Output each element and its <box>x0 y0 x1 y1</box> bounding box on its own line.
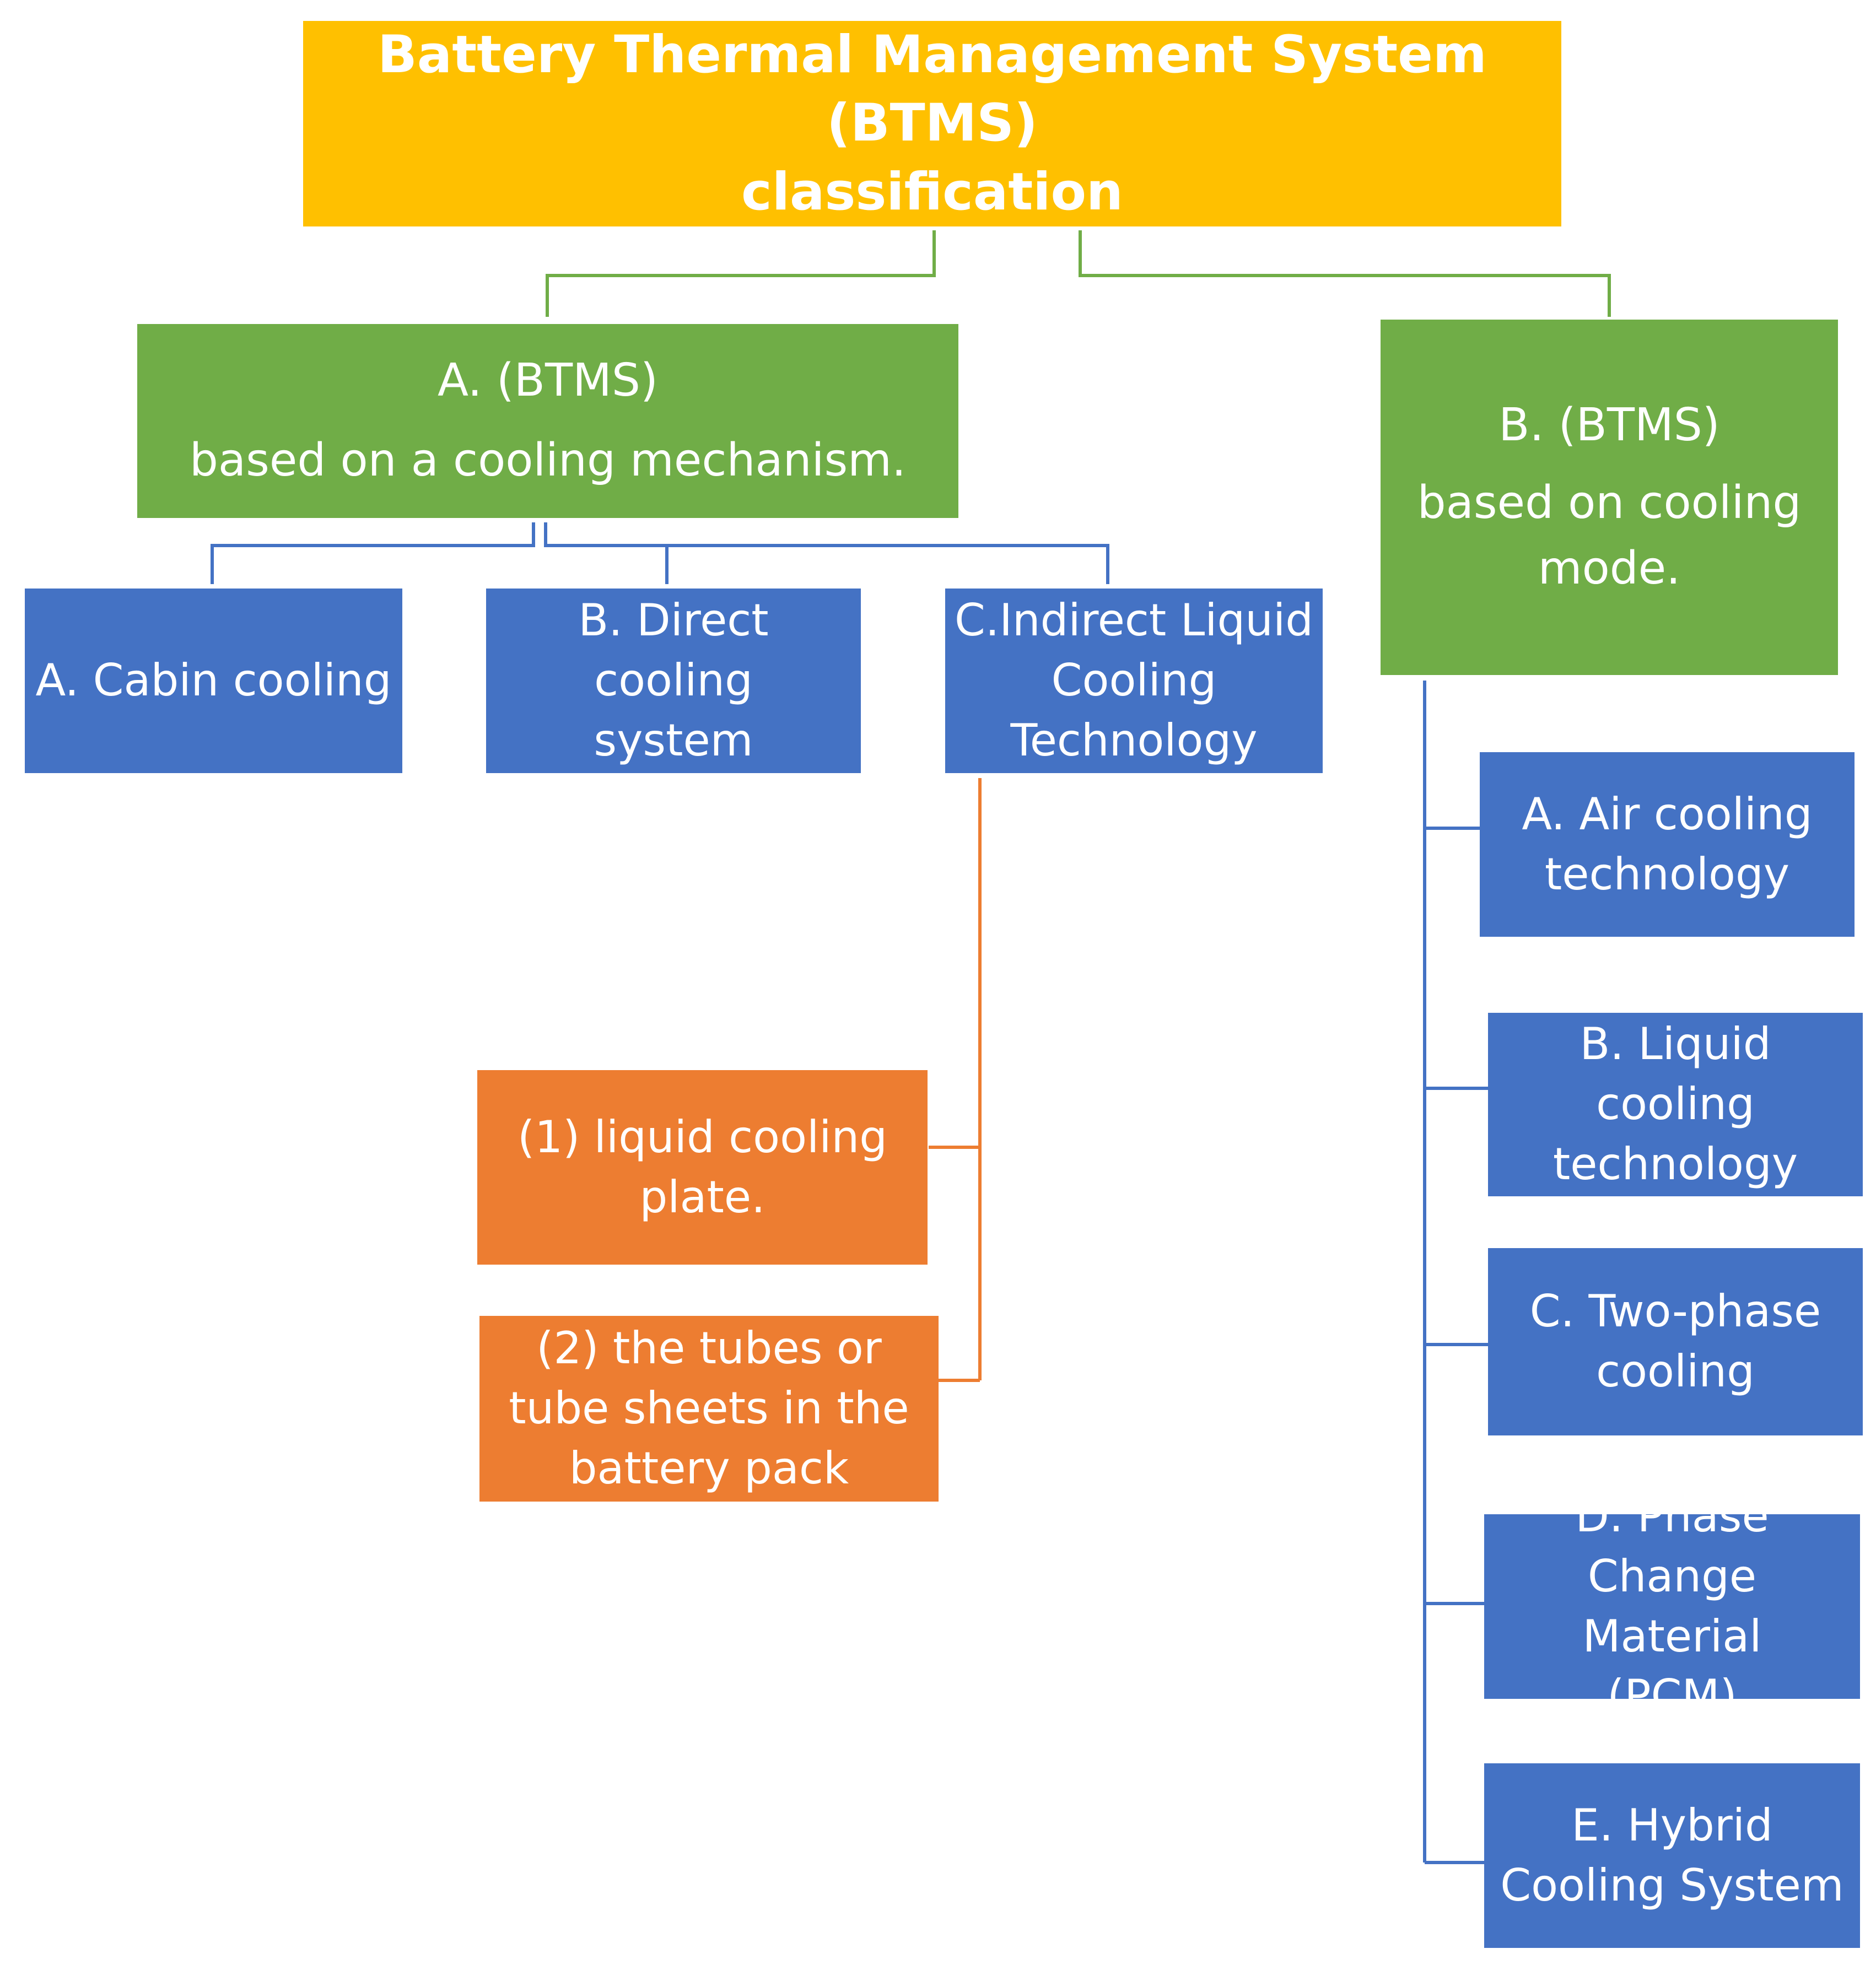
liquid-cooling-plate-line-2: plate. <box>639 1171 766 1223</box>
category-a-connector-right <box>667 544 1109 584</box>
indirect-liquid-cooling-node: C.Indirect Liquid Cooling Technology <box>945 589 1323 773</box>
two-phase-cooling-line-2: cooling <box>1596 1346 1755 1397</box>
tubes-tube-sheets-node: (2) the tubes or tube sheets in the batt… <box>479 1316 939 1502</box>
root-title-line-1: Battery Thermal Management System (BTMS) <box>378 25 1487 154</box>
root-connector-right <box>1079 230 1611 317</box>
category-b-line-2: based on cooling <box>1417 477 1802 530</box>
liquid-cooling-plate-line-1: (1) liquid cooling <box>517 1111 887 1163</box>
pcm-line-2: Change Material <box>1582 1550 1762 1662</box>
root-node: Battery Thermal Management System (BTMS)… <box>303 21 1561 226</box>
hybrid-cooling-node: E. Hybrid Cooling System <box>1484 1763 1860 1948</box>
liquid-cooling-node: B. Liquid cooling technology <box>1488 1013 1863 1196</box>
direct-cooling-line-2: system <box>594 714 753 766</box>
pcm-line-3: (PCM) <box>1607 1670 1737 1722</box>
liquid-cooling-plate-node: (1) liquid cooling plate. <box>477 1070 928 1265</box>
direct-cooling-node: B. Direct cooling system <box>486 589 861 773</box>
hybrid-cooling-line-2: Cooling System <box>1500 1859 1844 1911</box>
two-phase-cooling-line-1: C. Two-phase <box>1529 1286 1821 1337</box>
category-a-connector-mid <box>544 522 669 584</box>
indirect-liquid-line-2: Cooling <box>1051 655 1217 706</box>
liquid-cooling-line-2: technology <box>1552 1138 1798 1190</box>
category-a-connector-left <box>211 522 535 584</box>
pcm-line-1: D. Phase <box>1575 1490 1769 1542</box>
cabin-cooling-line-1: A. Cabin cooling <box>35 655 392 706</box>
air-cooling-node: A. Air cooling technology <box>1480 752 1855 937</box>
tubes-tube-sheets-line-3: battery pack <box>569 1442 849 1494</box>
phase-change-material-node: D. Phase Change Material (PCM) <box>1484 1491 1860 1721</box>
category-a-line-1: A. (BTMS) <box>438 354 658 407</box>
cabin-cooling-node: A. Cabin cooling <box>25 589 402 773</box>
two-phase-cooling-node: C. Two-phase cooling <box>1488 1248 1863 1435</box>
category-b-node: B. (BTMS) based on cooling mode. <box>1381 320 1838 675</box>
category-a-node: A. (BTMS) based on a cooling mechanism. <box>137 324 958 518</box>
tubes-tube-sheets-line-1: (2) the tubes or <box>536 1322 882 1374</box>
indirect-liquid-line-3: Technology <box>1010 714 1258 766</box>
category-b-line-3: mode. <box>1538 542 1681 595</box>
category-b-line-1: B. (BTMS) <box>1498 399 1720 452</box>
air-cooling-line-2: technology <box>1544 848 1790 900</box>
tubes-tube-sheets-line-2: tube sheets in the <box>509 1383 909 1434</box>
liquid-cooling-line-1: B. Liquid cooling <box>1579 1018 1771 1130</box>
indirect-liquid-line-1: C.Indirect Liquid <box>954 595 1313 646</box>
direct-cooling-line-1: B. Direct cooling <box>578 595 769 706</box>
root-title-line-2: classification <box>741 161 1123 222</box>
hybrid-cooling-line-1: E. Hybrid <box>1571 1799 1773 1851</box>
category-a-line-2: based on a cooling mechanism. <box>189 434 907 487</box>
root-connector-left <box>546 230 936 317</box>
air-cooling-line-1: A. Air cooling <box>1522 788 1813 840</box>
